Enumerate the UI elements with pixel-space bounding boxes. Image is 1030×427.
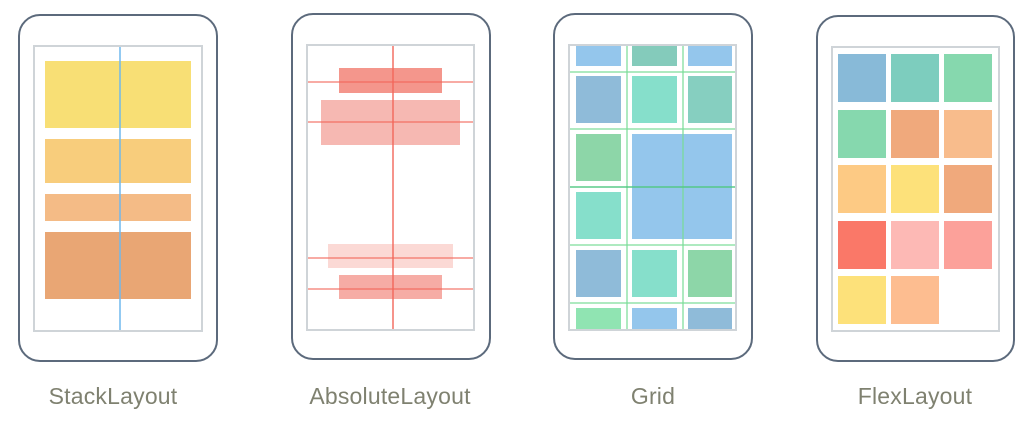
grid-cell	[576, 250, 621, 297]
phone-absolutelayout	[291, 13, 491, 360]
screen-stacklayout	[33, 45, 203, 332]
flex-item	[944, 54, 992, 102]
stack-block-2	[45, 139, 191, 183]
stack-block-1	[45, 61, 191, 128]
grid-cell	[576, 192, 621, 239]
absolute-block-1	[339, 68, 442, 93]
absolute-guide-h4	[308, 288, 473, 290]
label-flexlayout: FlexLayout	[857, 383, 973, 409]
grid-cell	[632, 46, 677, 66]
grid-row-line	[570, 71, 735, 73]
flex-item	[891, 276, 939, 324]
absolute-guide-h2	[308, 121, 473, 123]
stack-block-4	[45, 232, 191, 299]
grid-cell	[632, 308, 677, 329]
screen-flexlayout	[831, 46, 1000, 332]
absolute-block-3	[328, 244, 453, 268]
flex-item	[891, 221, 939, 269]
grid-cell	[688, 76, 732, 123]
absolute-guide-h3	[308, 257, 473, 259]
stack-block-3	[45, 194, 191, 221]
flex-item	[891, 165, 939, 213]
flex-item	[838, 276, 886, 324]
stack-center-guide	[119, 47, 121, 330]
grid-cell	[576, 46, 621, 66]
absolute-center-guide	[392, 46, 394, 329]
grid-cell	[688, 308, 732, 329]
absolute-guide-h1	[308, 81, 473, 83]
flex-item	[838, 165, 886, 213]
flex-item	[944, 110, 992, 158]
screen-absolutelayout	[306, 44, 475, 331]
grid-col-line	[626, 46, 628, 329]
grid-row-line	[570, 302, 735, 304]
grid-cell	[632, 250, 677, 297]
grid-cell	[632, 76, 677, 123]
absolute-block-4	[339, 275, 442, 299]
grid-cell	[688, 250, 732, 297]
flex-item	[838, 110, 886, 158]
grid-cell	[688, 46, 732, 66]
phone-stacklayout	[18, 14, 218, 362]
grid-cell	[576, 308, 621, 329]
screen-grid	[568, 44, 737, 331]
flex-item	[944, 165, 992, 213]
flex-item	[891, 54, 939, 102]
phone-flexlayout	[816, 15, 1015, 362]
phone-grid	[553, 13, 753, 360]
grid-col-line	[682, 46, 684, 329]
flex-item	[838, 54, 886, 102]
absolute-block-2	[321, 100, 460, 145]
grid-row-line	[570, 186, 735, 188]
flex-item	[838, 221, 886, 269]
flex-item	[891, 110, 939, 158]
flex-item	[944, 221, 992, 269]
label-absolutelayout: AbsoluteLayout	[309, 383, 471, 409]
grid-cell	[576, 76, 621, 123]
label-grid: Grid	[630, 383, 676, 409]
grid-cell	[576, 134, 621, 181]
grid-row-line	[570, 244, 735, 246]
grid-row-line	[570, 128, 735, 130]
label-stacklayout: StackLayout	[48, 383, 178, 409]
